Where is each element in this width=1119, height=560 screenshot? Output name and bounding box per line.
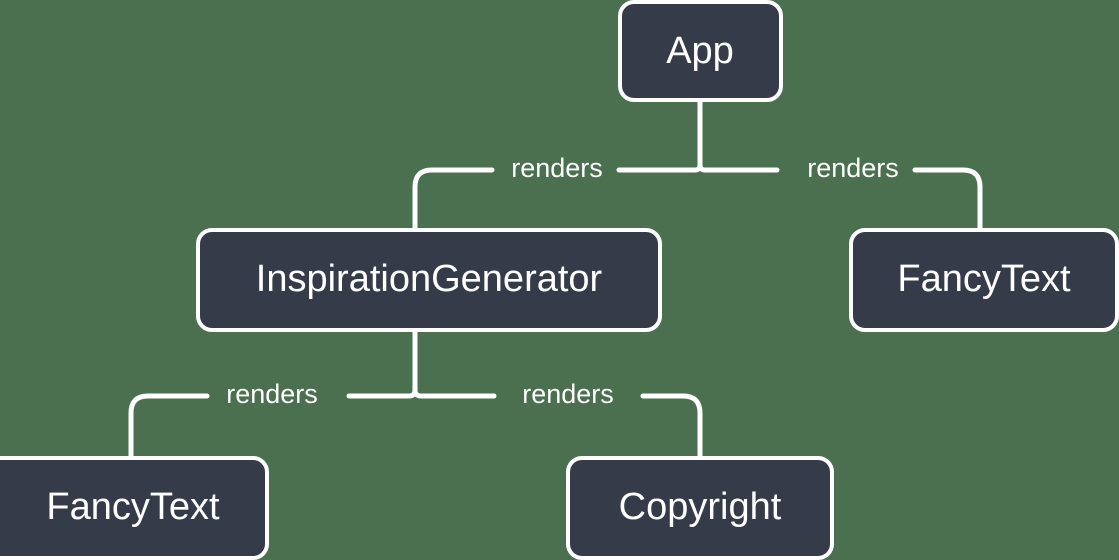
node-app-label: App bbox=[666, 30, 734, 72]
node-app[interactable]: App bbox=[618, 0, 783, 102]
node-fancytext-right-box[interactable] bbox=[849, 228, 1119, 332]
edge-label-inspirationgenerator-to-fancytext-left: renders bbox=[226, 379, 318, 409]
node-fancytext-left[interactable]: FancyText bbox=[0, 456, 269, 560]
node-copyright[interactable]: Copyright bbox=[566, 456, 834, 560]
node-copyright-label: Copyright bbox=[619, 486, 782, 528]
node-copyright-box[interactable] bbox=[566, 456, 834, 560]
edge-app-stem-right bbox=[697, 97, 708, 173]
edge-label-app-to-inspirationgenerator: renders bbox=[511, 153, 603, 183]
edge-app-to-fancytext-right-segment-right bbox=[912, 167, 983, 233]
edge-label-inspirationgenerator-to-copyright: renders bbox=[522, 379, 614, 409]
edge-inspirationgenerator-stem-right bbox=[412, 327, 424, 399]
node-fancytext-right-label: FancyText bbox=[897, 258, 1071, 300]
node-fancytext-left-label: FancyText bbox=[46, 486, 220, 528]
node-app-box[interactable] bbox=[618, 0, 783, 102]
node-fancytext-left-box[interactable] bbox=[0, 456, 269, 560]
node-inspirationgenerator-label: InspirationGenerator bbox=[256, 258, 603, 300]
edge-label-app-to-fancytext-right: renders bbox=[807, 153, 899, 183]
node-fancytext-right[interactable]: FancyText bbox=[849, 228, 1119, 332]
edge-inspirationgenerator-to-fancytext-left-segment-left bbox=[128, 393, 210, 461]
node-inspirationgenerator[interactable]: InspirationGenerator bbox=[196, 228, 662, 332]
edge-app-to-inspirationgenerator-segment-left bbox=[412, 167, 495, 233]
node-inspirationgenerator-box[interactable] bbox=[196, 228, 662, 332]
edge-inspirationgenerator-to-copyright-segment-right bbox=[640, 393, 703, 461]
